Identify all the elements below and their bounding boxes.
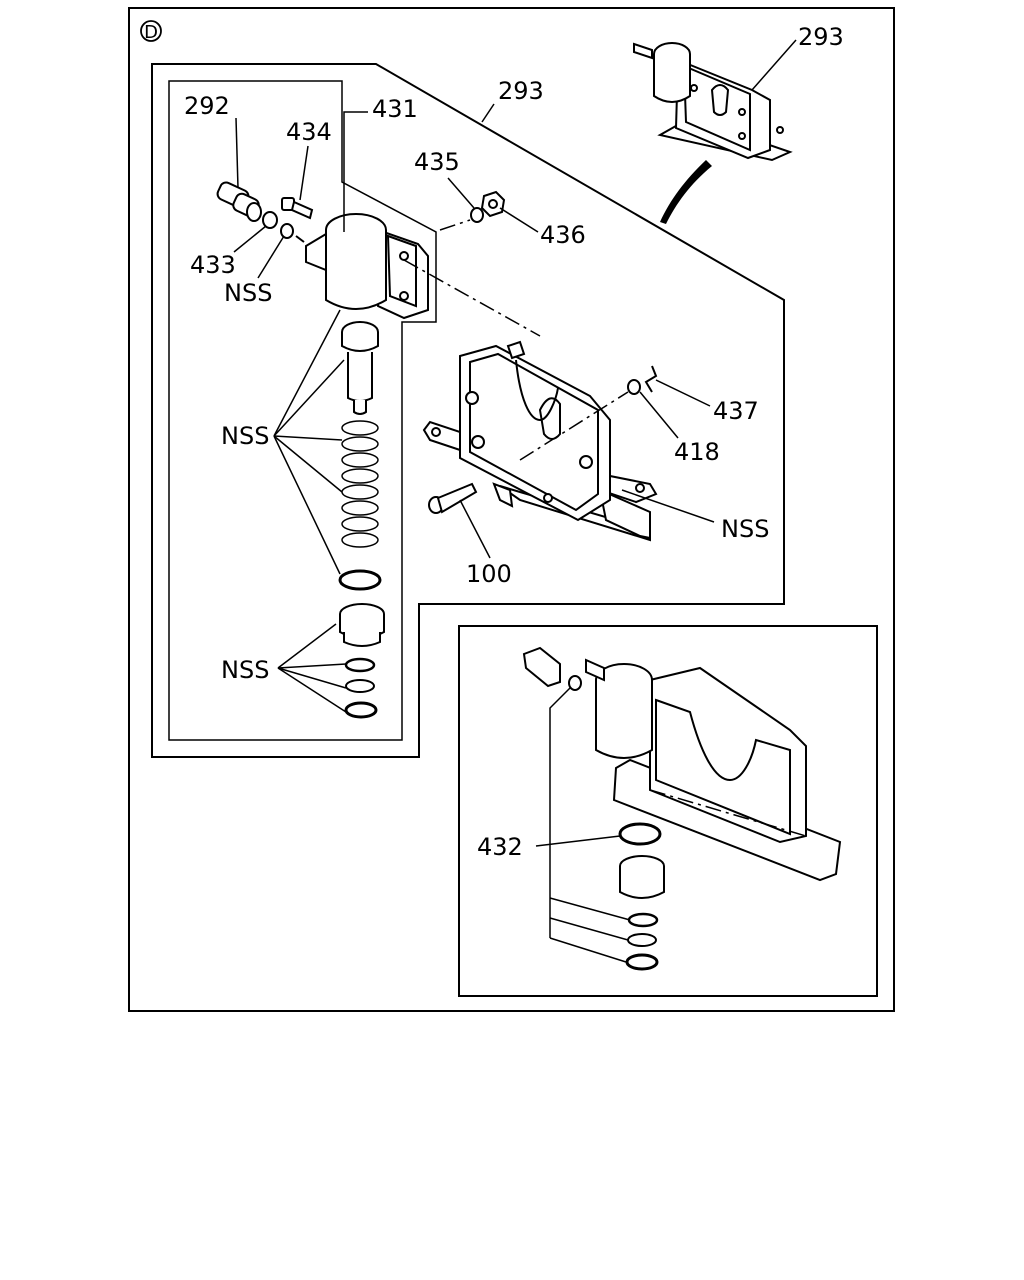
o-ring-base-2 [345, 679, 375, 693]
detail-inset-frame [458, 625, 878, 997]
pin-437 [644, 365, 658, 393]
view-arrow [660, 160, 712, 224]
assembly-293-overview [633, 42, 793, 162]
washer-433 [262, 211, 278, 229]
svg-text:D: D [144, 22, 158, 43]
callout-nss-base: NSS [221, 656, 269, 684]
spring [341, 420, 379, 548]
callout-418: 418 [674, 438, 720, 466]
callout-434: 434 [286, 118, 332, 146]
phantom-line-1 [403, 259, 541, 337]
callout-436: 436 [540, 221, 586, 249]
bracket-assembly [422, 340, 658, 542]
callout-nss-bracket: NSS [721, 515, 769, 543]
fitting-292 [216, 181, 262, 222]
o-ring-base-1 [344, 657, 376, 673]
valve-head-431 [305, 213, 429, 320]
callout-437: 437 [713, 397, 759, 425]
callout-100: 100 [466, 560, 512, 588]
callout-433: 433 [190, 251, 236, 279]
leader-lines [233, 39, 797, 963]
outer-frame [128, 7, 895, 1012]
callout-nss-spring: NSS [221, 422, 269, 450]
nut-436 [480, 190, 506, 218]
callout-293-mid: 293 [498, 77, 544, 105]
phantom-line-3 [519, 391, 629, 461]
phantom-line-2 [439, 219, 471, 231]
callout-nss-head: NSS [224, 279, 272, 307]
callout-432: 432 [477, 833, 523, 861]
section-badge: D [140, 20, 162, 43]
callout-293-top: 293 [798, 23, 844, 51]
callout-431: 431 [372, 95, 418, 123]
head-dash [295, 235, 305, 243]
valve-seat [339, 603, 385, 647]
group-431-outline [168, 80, 437, 741]
washer-418 [627, 379, 641, 395]
bolt-100 [428, 482, 478, 514]
callout-435: 435 [414, 148, 460, 176]
washer-435 [470, 207, 484, 223]
o-ring-base-3 [344, 701, 378, 719]
o-ring-large [338, 569, 382, 591]
o-ring-nss-head [280, 223, 294, 239]
poppet [341, 321, 379, 415]
screw-434 [281, 197, 314, 220]
detail-assembly [522, 646, 842, 971]
group-293-outline [151, 63, 785, 758]
callout-292: 292 [184, 92, 230, 120]
